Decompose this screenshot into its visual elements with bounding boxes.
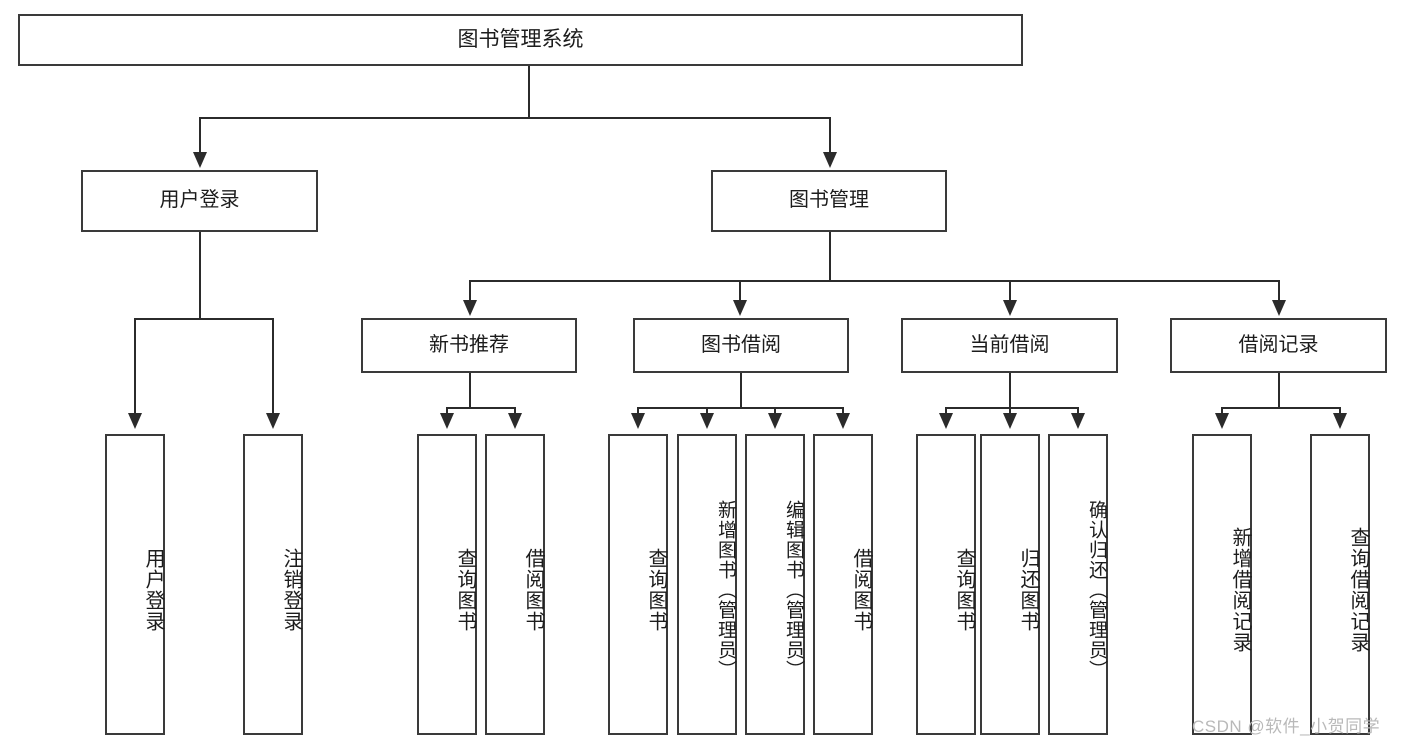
connector-root-bar bbox=[199, 117, 830, 119]
arrow-root-to-book-management bbox=[823, 152, 837, 168]
connector-cb-bar bbox=[945, 407, 1078, 409]
connector-cb-stem bbox=[1009, 373, 1011, 407]
connector-nbr-to-leaf2 bbox=[514, 407, 516, 415]
arrow-cb-to-leaf3 bbox=[1071, 413, 1085, 429]
node-label: 当前借阅 bbox=[969, 333, 1050, 356]
node-user-login[interactable]: 用户登录 bbox=[81, 170, 318, 232]
arrow-bb-to-leaf4 bbox=[836, 413, 850, 429]
node-label: 图书借阅 bbox=[701, 333, 781, 356]
arrow-bm-to-borrow-record bbox=[1272, 300, 1286, 316]
arrow-bm-to-book-borrow bbox=[733, 300, 747, 316]
connector-cb-to-leaf3 bbox=[1077, 407, 1079, 415]
node-label: 查询图书 bbox=[454, 547, 476, 632]
node-new-book-recommend[interactable]: 新书推荐 bbox=[361, 318, 577, 373]
node-label: 新增借阅记录 bbox=[1229, 526, 1251, 653]
connector-nbr-to-leaf1 bbox=[446, 407, 448, 415]
connector-bb-to-leaf1 bbox=[637, 407, 639, 415]
leaf-nbr-borrow-book[interactable]: 借阅图书 bbox=[485, 434, 545, 735]
arrow-root-to-user-login bbox=[193, 152, 207, 168]
node-label: 注销登录 bbox=[280, 547, 302, 632]
leaf-cb-return-book[interactable]: 归还图书 bbox=[980, 434, 1040, 735]
arrow-bm-to-current-borrow bbox=[1003, 300, 1017, 316]
leaf-bb-edit-book-admin[interactable]: 编辑图书（管理员） bbox=[745, 434, 805, 735]
connector-br-to-leaf2 bbox=[1339, 407, 1341, 415]
node-book-borrow[interactable]: 图书借阅 bbox=[633, 318, 849, 373]
node-label: 查询借阅记录 bbox=[1347, 526, 1369, 653]
connector-nbr-stem bbox=[469, 373, 471, 407]
arrow-user-login-to-leaf2 bbox=[266, 413, 280, 429]
leaf-br-query-record[interactable]: 查询借阅记录 bbox=[1310, 434, 1370, 735]
connector-bm-to-borrow-record bbox=[1278, 280, 1280, 302]
node-label: 借阅图书 bbox=[522, 547, 544, 632]
connector-root-to-user-login bbox=[199, 117, 201, 154]
leaf-logout[interactable]: 注销登录 bbox=[243, 434, 303, 735]
node-label: 图书管理系统 bbox=[457, 27, 584, 51]
leaf-cb-confirm-return-admin[interactable]: 确认归还（管理员） bbox=[1048, 434, 1108, 735]
leaf-bb-query-book[interactable]: 查询图书 bbox=[608, 434, 668, 735]
connector-user-login-to-leaf1 bbox=[134, 318, 136, 415]
arrow-br-to-leaf2 bbox=[1333, 413, 1347, 429]
connector-br-to-leaf1 bbox=[1221, 407, 1223, 415]
arrow-nbr-to-leaf1 bbox=[440, 413, 454, 429]
arrow-user-login-to-leaf1 bbox=[128, 413, 142, 429]
connector-bb-to-leaf2 bbox=[706, 407, 708, 415]
arrow-bb-to-leaf1 bbox=[631, 413, 645, 429]
connector-root-stem bbox=[528, 66, 530, 117]
connector-user-login-to-leaf2 bbox=[272, 318, 274, 415]
connector-br-bar bbox=[1221, 407, 1340, 409]
connector-cb-to-leaf2 bbox=[1009, 407, 1011, 415]
connector-bb-to-leaf3 bbox=[774, 407, 776, 415]
arrow-br-to-leaf1 bbox=[1215, 413, 1229, 429]
connector-user-login-stem bbox=[199, 232, 201, 318]
connector-cb-to-leaf1 bbox=[945, 407, 947, 415]
arrow-nbr-to-leaf2 bbox=[508, 413, 522, 429]
arrow-bm-to-new-book bbox=[463, 300, 477, 316]
leaf-bb-add-book-admin[interactable]: 新增图书（管理员） bbox=[677, 434, 737, 735]
leaf-user-login[interactable]: 用户登录 bbox=[105, 434, 165, 735]
connector-book-management-stem bbox=[829, 232, 831, 280]
connector-bm-to-book-borrow bbox=[739, 280, 741, 302]
node-label: 用户登录 bbox=[159, 189, 240, 212]
connector-root-to-book-management bbox=[829, 117, 831, 154]
node-label: 图书管理 bbox=[789, 189, 869, 212]
node-label: 借阅记录 bbox=[1238, 333, 1319, 356]
arrow-cb-to-leaf1 bbox=[939, 413, 953, 429]
node-label: 编辑图书（管理员） bbox=[783, 499, 804, 680]
node-label: 确认归还（管理员） bbox=[1086, 499, 1107, 680]
connector-book-management-bar bbox=[469, 280, 1279, 282]
node-label: 用户登录 bbox=[142, 547, 164, 632]
node-label: 借阅图书 bbox=[850, 547, 872, 632]
node-book-management[interactable]: 图书管理 bbox=[711, 170, 947, 232]
node-label: 归还图书 bbox=[1017, 547, 1039, 632]
connector-bb-bar bbox=[637, 407, 843, 409]
connector-bm-to-new-book bbox=[469, 280, 471, 302]
connector-bm-to-current-borrow bbox=[1009, 280, 1011, 302]
arrow-bb-to-leaf2 bbox=[700, 413, 714, 429]
leaf-br-add-record[interactable]: 新增借阅记录 bbox=[1192, 434, 1252, 735]
leaf-cb-query-book[interactable]: 查询图书 bbox=[916, 434, 976, 735]
arrow-cb-to-leaf2 bbox=[1003, 413, 1017, 429]
leaf-bb-borrow-book[interactable]: 借阅图书 bbox=[813, 434, 873, 735]
node-borrow-record[interactable]: 借阅记录 bbox=[1170, 318, 1387, 373]
connector-nbr-bar bbox=[446, 407, 515, 409]
connector-bb-to-leaf4 bbox=[842, 407, 844, 415]
leaf-nbr-query-book[interactable]: 查询图书 bbox=[417, 434, 477, 735]
arrow-bb-to-leaf3 bbox=[768, 413, 782, 429]
node-label: 新书推荐 bbox=[429, 333, 509, 356]
node-current-borrow[interactable]: 当前借阅 bbox=[901, 318, 1118, 373]
watermark-text: CSDN @软件_小贺同学 bbox=[1192, 717, 1381, 736]
connector-user-login-bar bbox=[134, 318, 273, 320]
connector-bb-stem bbox=[740, 373, 742, 407]
node-root-book-management-system[interactable]: 图书管理系统 bbox=[18, 14, 1023, 66]
connector-br-stem bbox=[1278, 373, 1280, 407]
node-label: 查询图书 bbox=[953, 547, 975, 632]
node-label: 查询图书 bbox=[645, 547, 667, 632]
node-label: 新增图书（管理员） bbox=[715, 499, 736, 680]
